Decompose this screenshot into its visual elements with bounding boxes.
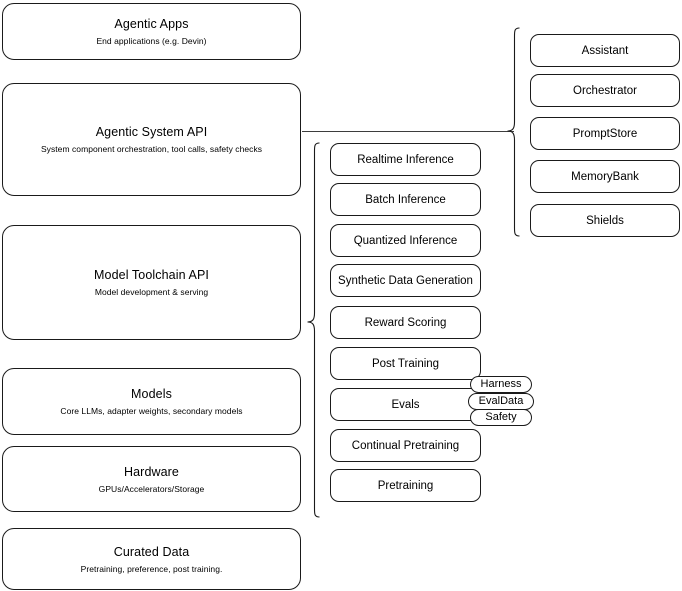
layer-subtitle: System component orchestration, tool cal… (40, 144, 263, 154)
layer-model-toolchain-api[interactable]: Model Toolchain API Model development & … (2, 225, 301, 340)
component-label: Shields (586, 214, 624, 227)
capability-batch-inference[interactable]: Batch Inference (330, 183, 481, 216)
capability-label: Evals (391, 398, 420, 411)
component-label: MemoryBank (571, 170, 639, 183)
capability-continual-pretraining[interactable]: Continual Pretraining (330, 429, 481, 462)
capability-synthetic-data-generation[interactable]: Synthetic Data Generation (330, 264, 481, 297)
component-label: Orchestrator (573, 84, 637, 97)
capability-reward-scoring[interactable]: Reward Scoring (330, 306, 481, 339)
connector-system-api-to-components (302, 131, 514, 132)
capability-evals[interactable]: Evals (330, 388, 481, 421)
eval-pill-harness[interactable]: Harness (470, 376, 532, 393)
capability-label: Batch Inference (365, 193, 446, 206)
capability-post-training[interactable]: Post Training (330, 347, 481, 380)
capability-label: Quantized Inference (353, 234, 458, 247)
layer-curated-data[interactable]: Curated Data Pretraining, preference, po… (2, 528, 301, 590)
layer-subtitle: GPUs/Accelerators/Storage (98, 483, 205, 494)
capability-label: Reward Scoring (364, 316, 447, 329)
eval-pill-label: Harness (480, 378, 522, 390)
capability-label: Pretraining (377, 479, 434, 492)
capability-label: Continual Pretraining (351, 439, 460, 452)
layer-title: Models (131, 387, 172, 401)
component-label: PromptStore (572, 127, 638, 140)
layer-agentic-system-api[interactable]: Agentic System API System component orch… (2, 83, 301, 196)
capability-realtime-inference[interactable]: Realtime Inference (330, 143, 481, 176)
capability-label: Realtime Inference (357, 153, 454, 166)
brace-toolchain-capabilities (307, 142, 320, 518)
layer-models[interactable]: Models Core LLMs, adapter weights, secon… (2, 368, 301, 435)
layer-subtitle: Model development & serving (94, 287, 209, 297)
layer-subtitle: Core LLMs, adapter weights, secondary mo… (60, 406, 243, 416)
component-label: Assistant (581, 44, 629, 57)
component-assistant[interactable]: Assistant (530, 34, 680, 67)
capability-label: Synthetic Data Generation (338, 274, 473, 287)
eval-pill-evaldata[interactable]: EvalData (468, 393, 534, 410)
brace-system-components (507, 27, 520, 237)
capability-quantized-inference[interactable]: Quantized Inference (330, 224, 481, 257)
component-memorybank[interactable]: MemoryBank (530, 160, 680, 193)
component-shields[interactable]: Shields (530, 204, 680, 237)
component-promptstore[interactable]: PromptStore (530, 117, 680, 150)
eval-pill-label: EvalData (478, 395, 524, 407)
layer-title: Agentic Apps (114, 17, 189, 31)
eval-pill-safety[interactable]: Safety (470, 409, 532, 426)
layer-title: Model Toolchain API (94, 268, 209, 282)
capability-pretraining[interactable]: Pretraining (330, 469, 481, 502)
capability-label: Post Training (371, 357, 440, 370)
layer-title: Hardware (124, 464, 179, 479)
layer-subtitle: End applications (e.g. Devin) (96, 36, 207, 46)
layer-hardware[interactable]: Hardware GPUs/Accelerators/Storage (2, 446, 301, 512)
layer-title: Curated Data (113, 544, 190, 559)
layer-agentic-apps[interactable]: Agentic Apps End applications (e.g. Devi… (2, 3, 301, 60)
component-orchestrator[interactable]: Orchestrator (530, 74, 680, 107)
layer-title: Agentic System API (95, 125, 208, 139)
eval-pill-label: Safety (485, 411, 517, 423)
layer-subtitle: Pretraining, preference, post training. (80, 563, 223, 574)
